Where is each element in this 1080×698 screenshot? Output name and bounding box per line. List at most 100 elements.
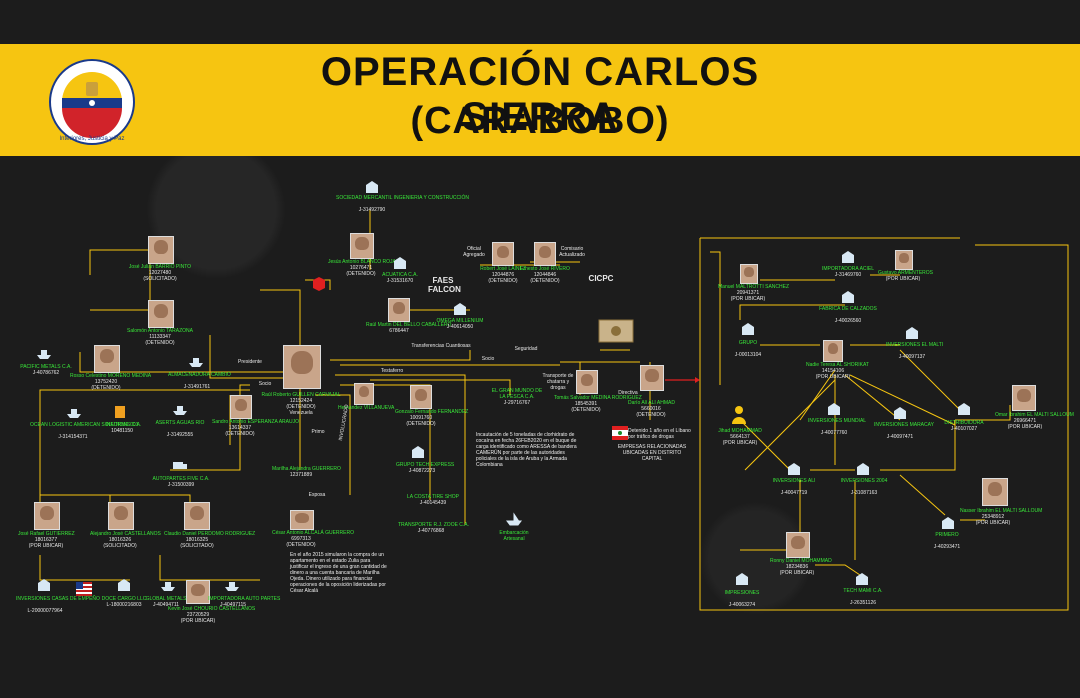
company-rif: L-18000216803 <box>106 602 142 608</box>
person-photo <box>640 365 664 391</box>
company-rif: J-40097471 <box>886 434 914 440</box>
usa-flag-icon <box>76 582 92 596</box>
person-status: (POR UBICAR) <box>180 618 216 624</box>
page-title: OPERACIÓN CARLOS SIERRA <box>320 50 760 139</box>
person-photo <box>1012 385 1036 411</box>
person-name: Alejandro José CASTELLANOS <box>90 531 161 537</box>
relation-label: Oficial Agregado <box>463 246 485 258</box>
company-rif: 10481150 <box>111 428 133 434</box>
company-name: TRANSPORTE R.J. ZOOE C.A. <box>398 522 470 528</box>
person-name: Rosso Celestino MORENO MEDINA <box>70 373 152 379</box>
header-banner <box>0 44 1080 156</box>
person-status: (POR UBICAR) <box>975 520 1011 526</box>
cicpc-label: CICPC <box>588 274 614 283</box>
building-icon <box>454 303 466 315</box>
company-name: INVERSIONES MARACAY <box>874 422 934 428</box>
person-status: (SOLICITADO) <box>143 276 177 282</box>
relation-label: Testaferro <box>380 368 404 374</box>
company-name: ASERTS AGUAS RIO <box>155 420 205 426</box>
person-name: Darío Alí ALI AHMAD <box>628 400 675 406</box>
company-name: ACUATICA C.A. <box>382 272 418 278</box>
building-icon <box>857 463 869 475</box>
person-photo <box>34 502 60 530</box>
embarcacion-label: Embarcación Artesanal <box>499 530 529 542</box>
building-icon <box>958 403 970 415</box>
company-name: INVERSIONES ALI <box>772 478 816 484</box>
person-status: (SOLICITADO) <box>103 543 137 549</box>
relation-label: Comisario Actualizado <box>559 246 585 258</box>
person-name: Omar Ibrahim EL MALTI SALLOUM <box>995 412 1074 418</box>
person-photo <box>982 478 1008 506</box>
company-name: DOCE CARGO LLC <box>101 596 147 602</box>
person-id: 13752420 <box>94 379 118 385</box>
ship-icon <box>67 409 81 418</box>
person-id: 10276471 <box>349 265 373 271</box>
relation-label: Presidente <box>238 359 262 365</box>
company-rif: J-40063274 <box>728 602 756 608</box>
person-name: Manuel MALTROTTI SANCHEZ <box>718 284 790 290</box>
company-rif: J-29716767 <box>503 400 531 406</box>
detenido-libano: Detenido 1 año en el Líbano por tráfico … <box>628 428 691 440</box>
building-icon <box>38 579 50 591</box>
company-name: PRIMERO <box>935 532 959 538</box>
building-icon <box>942 517 954 529</box>
company-rif: J-40077760 <box>820 430 848 436</box>
person-photo <box>148 236 174 264</box>
person-status: (DETENIDO) <box>488 278 518 284</box>
company-rif: J-26351126 <box>849 600 877 606</box>
person-id: 5664137 <box>730 434 750 440</box>
company-rif: J-40776868 <box>417 528 445 534</box>
person-status: (POR UBICAR) <box>779 570 815 576</box>
company-rif: J-40494711 <box>152 602 180 608</box>
relation-label: Directiva <box>618 390 638 396</box>
company-rif: J-40786762 <box>32 370 60 376</box>
person-photo <box>184 502 210 530</box>
building-icon <box>894 407 906 419</box>
company-name: GLOBAL METALS <box>145 596 187 602</box>
company-name: SOCIEDAD MERCANTIL INGENIERIA Y CONSTRUC… <box>336 195 469 201</box>
person-name: Nasser Ibrahim EL MALTI SALLOUM <box>960 508 1043 514</box>
person-id: 14154106 <box>821 368 845 374</box>
company-name: GRUPO TECH EXPRESS <box>396 462 455 468</box>
company-rif: J-40293471 <box>933 544 961 550</box>
ship-icon <box>189 358 203 367</box>
company-name: INFORME 001 <box>105 422 139 428</box>
ministry-seal-logo: Interiores, Justicia y Paz <box>49 59 135 145</box>
person-photo <box>740 264 758 284</box>
person-status: (DETENIDO) <box>145 340 175 346</box>
person-name: Tomás Salvador MEDINA RODRIGUEZ <box>554 395 642 401</box>
person-status: (POR UBICAR) <box>885 276 921 282</box>
person-status: (DETENIDO) <box>225 431 255 437</box>
company-name: INVERSIONES CASAS DE EMPEÑO <box>16 596 100 602</box>
company-name: FABRICA DE CALZADOS <box>819 306 877 312</box>
person-name: José Rafael GUTIERREZ <box>18 531 75 537</box>
document-icon <box>115 406 125 418</box>
company-rif: J-31491761 <box>183 384 211 390</box>
company-name: PACIFIC METALS C.A. <box>20 364 72 370</box>
company-name: OCEAN LOGISTIC AMERICAN SOLUTIONS C.A. <box>30 422 142 428</box>
person-photo <box>94 345 120 373</box>
person-name: Marilha Alejandra GUERRERO <box>272 466 341 472</box>
person-status: (DETENIDO) <box>571 407 601 413</box>
cocaine-seizure-note: Incautación de 5 toneladas de clorhidrat… <box>476 432 577 468</box>
money-icon <box>598 319 634 343</box>
person-id: 13614337 <box>228 425 252 431</box>
person-id: 6786447 <box>389 328 409 334</box>
person-status: (DETENIDO) <box>346 271 376 277</box>
building-icon <box>828 403 840 415</box>
person-name: Ernesto José RIVERO <box>520 266 570 272</box>
relation-label: Seguridad <box>514 346 538 352</box>
company-rif: J-31500399 <box>167 482 195 488</box>
person-photo <box>388 298 410 322</box>
person-status: (POR UBICAR) <box>815 374 851 380</box>
person-id: 20941371 <box>736 290 760 296</box>
person-status: (DETENIDO) <box>91 385 121 391</box>
company-name: IMPRESIONES <box>724 590 760 596</box>
company-rif: J-40872273 <box>408 468 436 474</box>
person-status: (DETENIDO) <box>406 421 436 427</box>
relation-label: Esposa <box>308 492 326 498</box>
person-photo <box>576 370 598 394</box>
company-name: GRUPO <box>738 340 758 346</box>
building-icon <box>366 181 378 193</box>
central-name: Raúl Roberto GUILLEN CARVAJAL <box>261 392 341 398</box>
